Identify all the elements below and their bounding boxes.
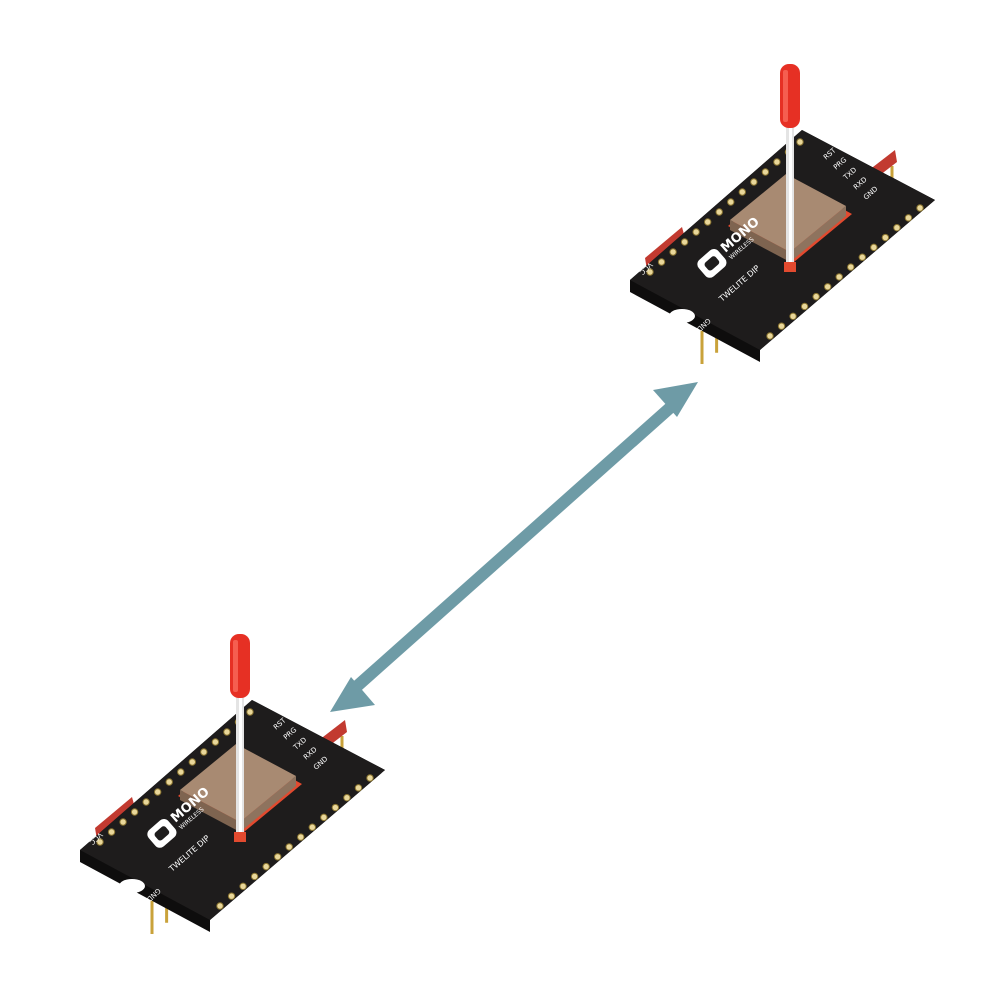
pin-pad — [142, 798, 150, 806]
pin-pad — [773, 158, 781, 166]
board-notch — [669, 309, 695, 323]
arrow-head-bottom-left — [330, 677, 375, 712]
pin-pad — [153, 788, 162, 796]
pin-pad — [331, 803, 340, 812]
pin-pads — [96, 708, 374, 910]
pin-pad — [669, 248, 677, 256]
pin-pad — [796, 138, 804, 146]
pin-pad — [273, 853, 282, 861]
pin-pad — [703, 218, 712, 226]
pin-pad — [738, 188, 747, 196]
pin-pad — [188, 758, 197, 766]
pin-pad — [916, 204, 924, 212]
pin-pad — [239, 882, 247, 891]
pin-pad — [227, 892, 236, 900]
pin-pad — [750, 178, 758, 186]
pin-pad — [177, 768, 185, 776]
module-illustration: MONO WIRELESS TWELITE DIP VCC GND RST PR… — [630, 64, 935, 364]
pin-pad — [211, 738, 220, 746]
pin-pad — [789, 312, 797, 321]
pin-pad — [250, 872, 259, 881]
pin-pad — [870, 243, 878, 252]
twelite-module-a: MONO WIRELESS TWELITE DIP VCC GND RST PR… — [40, 610, 420, 990]
rf-shield-side-r — [240, 776, 296, 832]
pin-pad — [692, 228, 700, 236]
pin-pad — [246, 708, 254, 716]
pin-pad — [715, 208, 723, 216]
arrow-head-top-right — [653, 382, 698, 417]
pin-pad — [680, 238, 689, 246]
pin-pad — [761, 168, 770, 176]
pin-pad — [904, 214, 913, 222]
pin-pad — [130, 808, 139, 816]
arrow-shaft — [351, 401, 676, 693]
pin-pad — [766, 332, 774, 340]
pin-pad — [812, 292, 820, 301]
pin-pad — [657, 258, 666, 266]
pin-pad — [165, 778, 173, 786]
pin-pad — [223, 728, 231, 736]
twelite-module-b: MONO WIRELESS TWELITE DIP VCC GND RST PR… — [590, 40, 970, 420]
pin-pad — [847, 263, 855, 271]
pin-pad — [366, 774, 374, 782]
rf-shield-side — [180, 790, 240, 832]
pin-pad — [262, 862, 270, 871]
pin-pad — [777, 322, 786, 330]
pin-pad — [823, 283, 832, 291]
pin-pad — [858, 253, 867, 261]
pin-pad — [285, 843, 293, 851]
rf-shield-side-r — [790, 206, 846, 262]
rf-shield-side — [730, 220, 790, 262]
pin-pad — [800, 302, 809, 311]
pin-pad — [200, 748, 208, 756]
module-illustration: MONO WIRELESS TWELITE DIP VCC GND RST PR… — [80, 634, 385, 934]
pin-pad — [881, 233, 890, 242]
pin-pad — [119, 818, 127, 826]
pin-pad — [297, 833, 305, 841]
pin-pad — [727, 198, 735, 206]
pin-pad — [96, 838, 104, 846]
pin-pad — [107, 828, 116, 836]
pin-pad — [646, 268, 654, 276]
pin-pad — [320, 813, 328, 822]
pin-pad — [308, 823, 317, 831]
pin-pad — [835, 273, 843, 281]
pin-pad — [354, 784, 363, 792]
pin-pad — [893, 223, 901, 232]
pin-pad — [343, 793, 351, 802]
board-notch — [119, 879, 145, 893]
pin-pad — [216, 902, 224, 910]
pin-pads — [646, 138, 924, 340]
